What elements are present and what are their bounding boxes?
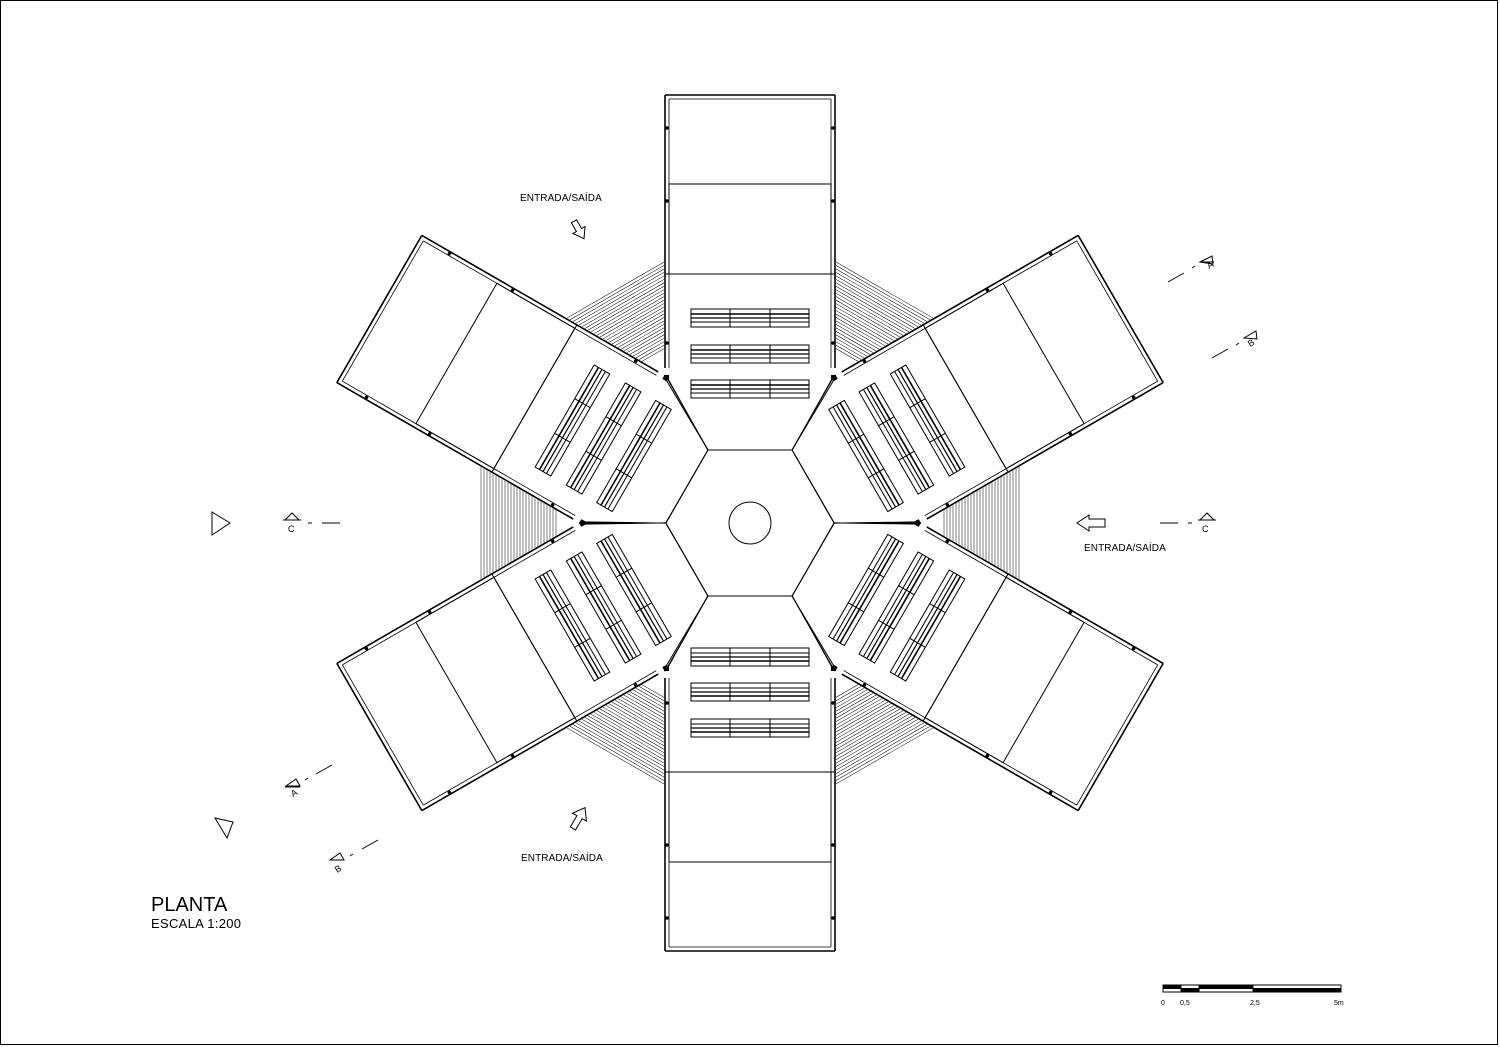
section-mark-a-bottom: A bbox=[289, 787, 299, 799]
section-mark-b-top: B bbox=[1246, 337, 1256, 349]
entrance-arrow-top bbox=[570, 219, 586, 240]
scale-tick-3: 5m bbox=[1334, 1000, 1344, 1007]
entrance-arrow-bottom bbox=[569, 806, 588, 831]
scale-tick-2: 2,5 bbox=[1250, 1000, 1260, 1007]
section-mark-c-left: C bbox=[288, 524, 295, 534]
entrance-label-right: ENTRADA/SAÍDA bbox=[1084, 541, 1166, 554]
entrance-label-bottom: ENTRADA/SAÍDA bbox=[521, 851, 603, 864]
scale-tick-1: 0,5 bbox=[1180, 1000, 1190, 1007]
entrance-arrow-right bbox=[1076, 514, 1106, 532]
section-mark-a-top: A bbox=[1205, 259, 1215, 271]
drawing-scale: ESCALA 1:200 bbox=[151, 916, 242, 931]
entrance-label-top: ENTRADA/SAÍDA bbox=[520, 191, 602, 204]
central-column bbox=[728, 501, 772, 545]
section-mark-b-bottom: B bbox=[333, 863, 343, 875]
scale-tick-0: 0 bbox=[1161, 1000, 1165, 1007]
pavilion bbox=[335, 94, 1165, 952]
drawing-title: PLANTA bbox=[151, 894, 228, 916]
scale-bar bbox=[1162, 984, 1342, 993]
title-block: PLANTA ESCALA 1:200 bbox=[151, 894, 241, 932]
section-mark-c-right: C bbox=[1202, 524, 1209, 534]
